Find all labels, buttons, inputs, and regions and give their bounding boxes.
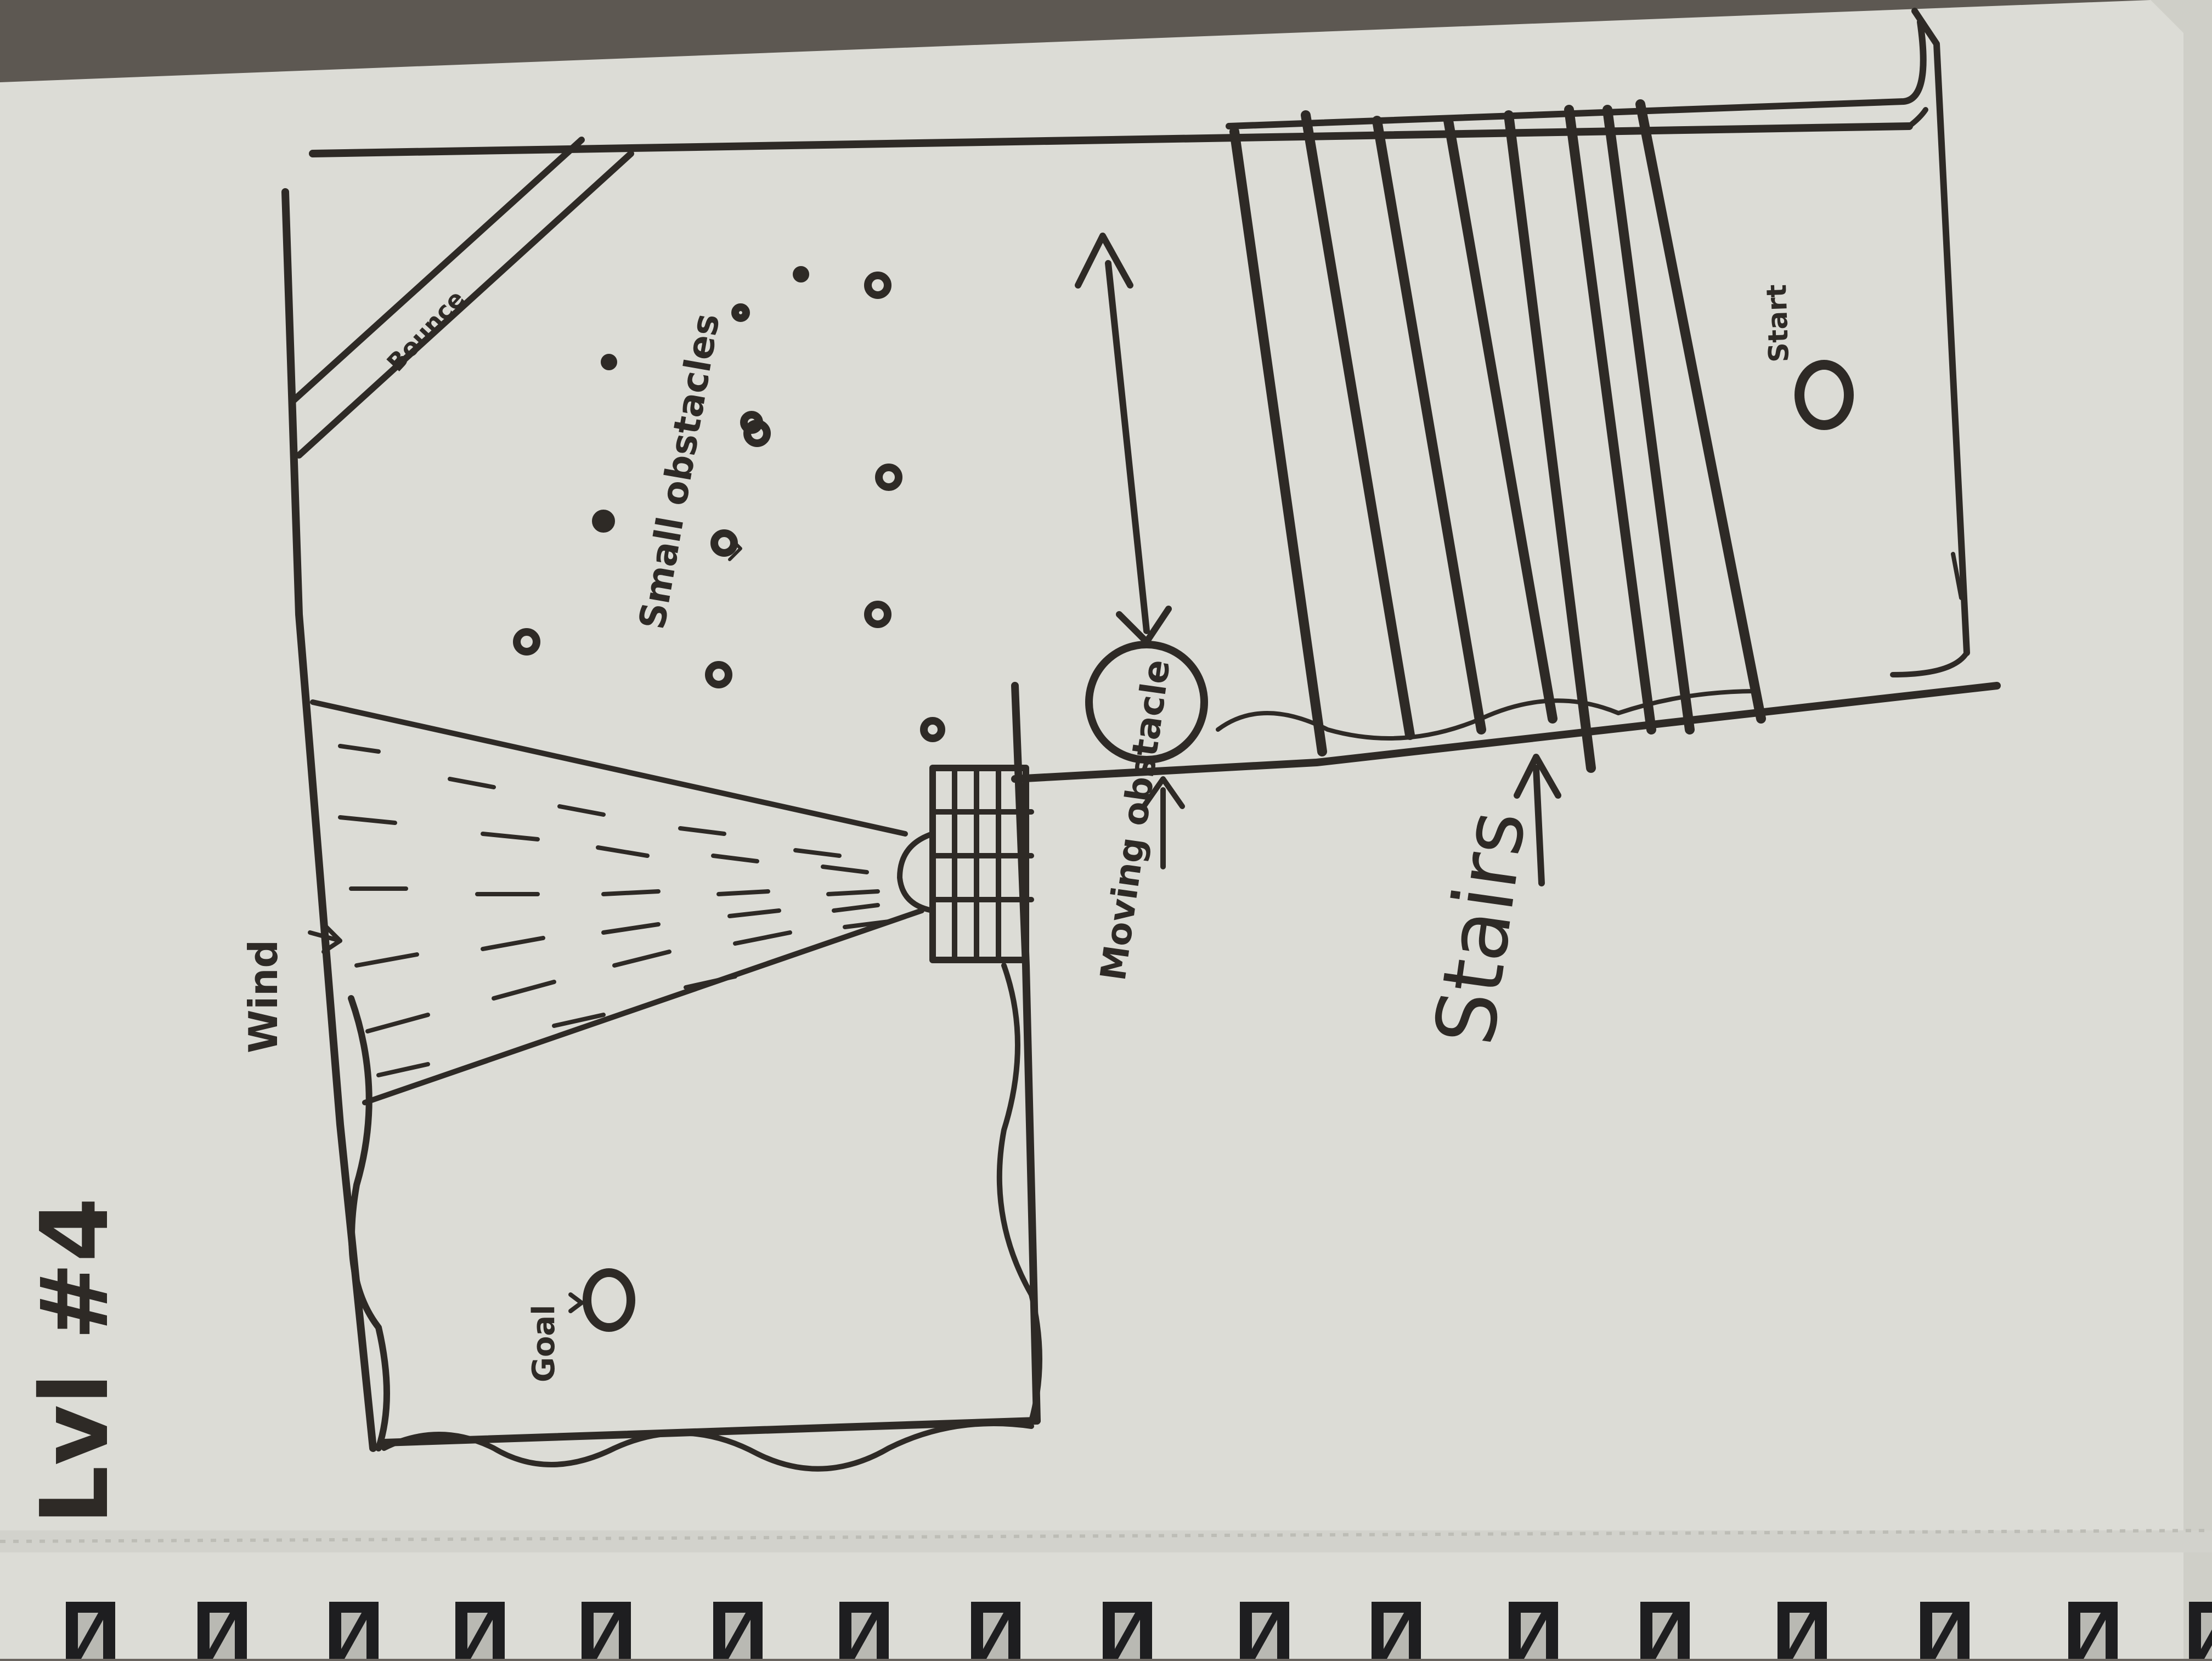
wind-dash (828, 891, 878, 894)
wind-dash (719, 891, 768, 894)
wind-dash (603, 891, 658, 894)
start-label: Start (1760, 284, 1795, 363)
small-obstacle (605, 358, 613, 366)
level-label: Lvl #4 (21, 1197, 129, 1525)
wind-label: Wind (240, 940, 286, 1053)
small-obstacle (596, 513, 611, 529)
goal-label: Goal (526, 1305, 562, 1382)
small-obstacle (797, 270, 805, 279)
